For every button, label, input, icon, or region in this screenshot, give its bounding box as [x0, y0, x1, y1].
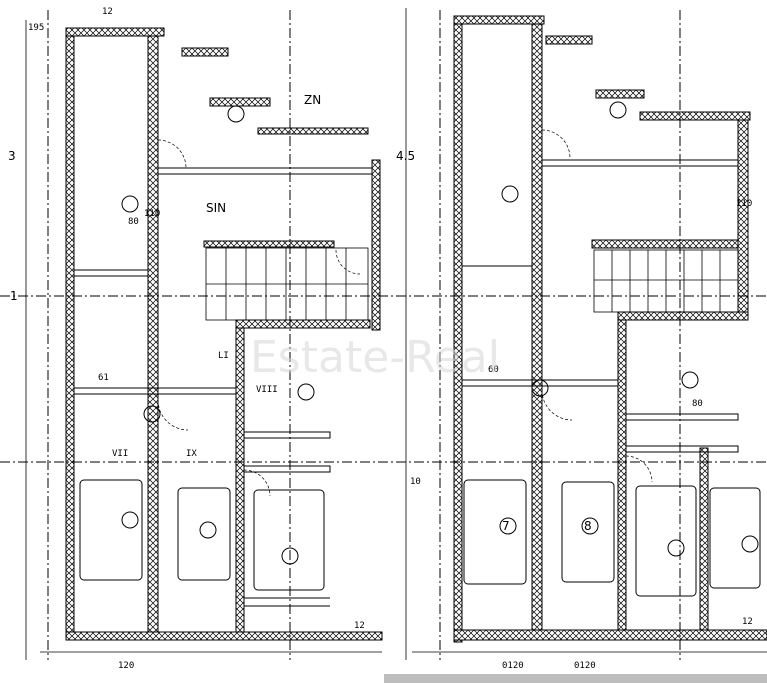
label-0120-b: 0120 [574, 661, 596, 671]
left-wall-stair-bottom [235, 319, 371, 329]
right-sink-4 [531, 379, 549, 397]
label-7: 7 [502, 519, 510, 533]
right-wall-south [453, 629, 767, 641]
left-door-3 [243, 469, 271, 497]
right-sink-7 [667, 539, 685, 557]
left-wall-south [65, 631, 383, 641]
label-viii: VIII [256, 385, 278, 395]
left-door-1 [157, 139, 187, 169]
label-80: 80 [128, 217, 139, 227]
left-wall-upper-step-3 [257, 127, 369, 135]
left-wall-upper-step [181, 47, 229, 57]
label-3: 3 [8, 149, 16, 163]
label-vii: VII [112, 449, 128, 459]
left-wall-west [65, 27, 75, 641]
right-wall-east [737, 119, 749, 321]
left-wall-east [371, 159, 381, 331]
right-door-1 [541, 129, 571, 159]
right-wall-stair-top [591, 239, 739, 249]
right-wall-east-lower [699, 447, 709, 631]
left-sink-3 [297, 383, 315, 401]
left-wall-north [65, 27, 165, 37]
label-61: 61 [98, 373, 109, 383]
label-10: 10 [410, 477, 421, 487]
label-12: 12 [102, 7, 113, 17]
label-zn: ZN [304, 93, 321, 107]
right-room-outline-4 [626, 413, 739, 421]
label-sin: SIN [206, 201, 226, 215]
left-room-outline-1 [74, 269, 149, 277]
label-1: 1 [10, 289, 18, 303]
label-8: 8 [584, 519, 592, 533]
left-sink-1 [121, 195, 139, 213]
label-60: 60 [488, 365, 499, 375]
left-room-outline-5 [244, 465, 331, 473]
label-0120-a: 0120 [502, 661, 524, 671]
right-sink-1 [501, 185, 519, 203]
left-wall-stair-top [203, 240, 335, 248]
label-195: 195 [28, 23, 44, 33]
right-plan [405, 8, 767, 660]
right-wall-upper-step-2 [595, 89, 645, 99]
left-fixture-2 [177, 487, 231, 581]
label-80-right: 80 [692, 399, 703, 409]
left-sink-4 [143, 405, 161, 423]
label-li: LI [218, 351, 229, 361]
left-wall-mid [147, 35, 159, 633]
right-room-outline-3 [542, 159, 739, 167]
right-wall-upper-step-3 [639, 111, 751, 121]
left-sink-6 [199, 521, 217, 539]
label-110-left: 110 [144, 209, 160, 219]
right-fixture-4 [709, 487, 761, 589]
right-door-2 [541, 389, 573, 421]
right-bathtub [463, 479, 527, 585]
label-110-right: 110 [736, 199, 752, 209]
left-door-2 [157, 399, 189, 431]
bottom-rule [384, 674, 767, 683]
left-sink-2 [227, 105, 245, 123]
left-sink-5 [121, 511, 139, 529]
right-wall-stair-bottom [617, 311, 749, 321]
right-sink-8 [741, 535, 759, 553]
right-wall-inner [617, 319, 627, 631]
right-room-outline-5 [626, 445, 739, 453]
right-sink-5 [499, 517, 517, 535]
label-ix: IX [186, 449, 197, 459]
right-sink-2 [609, 101, 627, 119]
label-12-b: 12 [354, 621, 365, 631]
right-wall-upper-step [545, 35, 593, 45]
left-wall-inner [235, 325, 245, 633]
label-12-c: 12 [742, 617, 753, 627]
right-fixture-2 [561, 481, 615, 583]
right-sink-3 [681, 371, 699, 389]
left-room-outline-2 [74, 387, 237, 395]
left-staircase [205, 247, 369, 321]
right-wall-mid [531, 23, 543, 631]
label-4-5: 4.5 [396, 149, 415, 163]
watermark: Estate-Real [250, 332, 500, 383]
label-120: 120 [118, 661, 134, 671]
left-room-outline-3 [158, 167, 373, 175]
left-wall-upper-step-2 [209, 97, 271, 107]
right-wall-north [453, 15, 545, 25]
right-wall-west [453, 15, 463, 643]
left-fixture-3 [253, 489, 325, 591]
left-room-outline-4 [244, 431, 331, 439]
left-bathtub [79, 479, 143, 581]
right-door-3 [625, 455, 653, 483]
left-plan [25, 10, 383, 660]
right-staircase [593, 249, 739, 313]
left-door-4 [335, 249, 361, 275]
right-sink-6 [581, 517, 599, 535]
right-fixture-3 [635, 485, 697, 597]
